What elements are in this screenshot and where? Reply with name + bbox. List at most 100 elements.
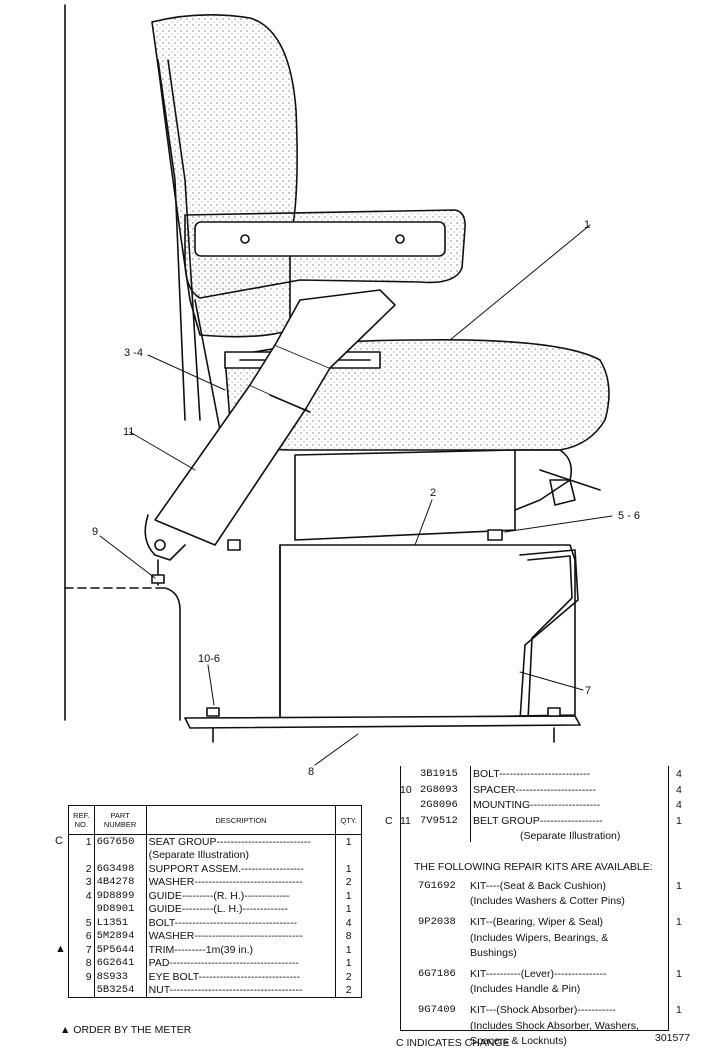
figure-number: 301577 (655, 1032, 691, 1044)
part-number-cell: 6G3498 (94, 862, 147, 876)
qty-cell: 4 (335, 916, 362, 930)
description-cell: BOLT----------------------------------- (146, 916, 337, 930)
kit-description-line: Spacers & Locknuts) (470, 1034, 567, 1047)
kit-part-number: 6G7186 (418, 967, 456, 980)
qty-cell: 4 (676, 783, 682, 796)
ref-cell: 5 (68, 916, 95, 930)
kit-description-line: (Includes Shock Absorber, Washers, (470, 1019, 639, 1032)
table-row: (Separate Illustration) (68, 848, 362, 862)
description-cell: MOUNTING-------------------- (473, 799, 601, 811)
description-cell: NUT-------------------------------------… (146, 983, 337, 998)
kit-description-line: KIT----(Seat & Back Cushion) (470, 880, 606, 892)
qty-cell (335, 848, 362, 862)
description-cell: PAD------------------------------------- (146, 956, 337, 970)
kit-description-line: Bushings) (470, 946, 517, 959)
callout-7: 7 (585, 685, 592, 697)
kit-description-line: KIT--(Bearing, Wiper & Seal) (470, 916, 604, 929)
qty-cell: 2 (335, 983, 362, 998)
callout-2: 2 (430, 487, 437, 499)
qty-cell: 1 (335, 956, 362, 970)
col-header-ref-no: REF. NO. (68, 805, 95, 835)
description-cell: TRIM---------1m(39 in.) (146, 943, 337, 957)
repair-kit-item: 9P2038 KIT--(Bearing, Wiper & Seal) (Inclu… (400, 915, 700, 967)
kit-description-line: (Includes Wipers, Bearings, & (470, 931, 609, 944)
description-cell: SEAT GROUP--------------------------- (146, 834, 337, 849)
part-number-cell: 5B3254 (94, 983, 147, 998)
ref-cell: 4 (68, 889, 95, 903)
col-header-description: DESCRIPTION (146, 805, 337, 835)
qty-cell: 2 (335, 970, 362, 984)
qty-cell: 8 (335, 929, 362, 943)
description-cell: BOLT-------------------------- (473, 768, 590, 780)
table-row: (Separate Illustration) (380, 829, 700, 845)
part-number-cell: 5M2894 (94, 929, 147, 943)
description-cell: (Separate Illustration) (520, 830, 621, 842)
change-indicator-note: C INDICATES CHANGE (396, 1037, 510, 1049)
right-table-bottom-rule (400, 1030, 669, 1031)
ref-cell: 11 (400, 814, 411, 827)
description-cell: SUPPORT ASSEM.------------------ (146, 862, 337, 876)
callout-1: 1 (584, 219, 591, 231)
callout-11: 11 (123, 426, 135, 438)
part-number-cell: 5P5644 (94, 943, 147, 957)
right-table-part-rule (470, 766, 471, 842)
right-table-qty-rule (668, 766, 669, 1031)
kit-description-line: KIT---(Shock Absorber)----------- (470, 1004, 616, 1017)
qty-cell: 1 (335, 902, 362, 916)
kit-qty: 1 (676, 916, 682, 929)
part-number-cell: 2G8093 (420, 783, 458, 796)
col-header-part-number: PART NUMBER (94, 805, 147, 835)
ref-cell: 9 (68, 970, 95, 984)
description-cell: SPACER----------------------- (473, 783, 596, 796)
description-cell: GUIDE---------(R. H.)------------- (146, 889, 337, 903)
qty-cell: 1 (335, 834, 362, 849)
description-cell: GUIDE---------(L. H.)------------- (146, 902, 337, 916)
repair-kit-item: 9G7409 KIT---(Shock Absorber)----------- (… (400, 1003, 700, 1055)
kit-qty: 1 (676, 967, 682, 980)
kit-part-number: 7G1692 (418, 880, 456, 892)
qty-cell: 4 (676, 799, 682, 811)
description-cell: WASHER------------------------------- (146, 929, 337, 943)
row-mark: ▲ (55, 942, 66, 955)
ref-cell (68, 902, 95, 916)
ref-cell: 10 (400, 783, 412, 796)
kit-part-number: 9P2038 (418, 916, 456, 929)
description-cell: BELT GROUP------------------ (473, 814, 603, 827)
part-number-cell: 8S933 (94, 970, 147, 984)
part-number-cell: 7V9512 (420, 814, 458, 827)
ref-cell (68, 848, 95, 862)
repair-kits-header: THE FOLLOWING REPAIR KITS ARE AVAILABLE: (414, 861, 653, 873)
ref-cell: 2 (68, 862, 95, 876)
part-number-cell (94, 848, 147, 862)
table-row: 2G8096 MOUNTING-------------------- 4 (380, 798, 700, 814)
kit-qty: 1 (676, 1004, 682, 1017)
pedestal (279, 544, 576, 721)
part-number-cell: 3B1915 (420, 768, 458, 780)
repair-kits-list: 7G1692 KIT----(Seat & Back Cushion) (Inclu… (400, 879, 700, 1055)
right-table-left-rule (400, 766, 401, 1031)
table-row: 10 2G8093 SPACER----------------------- 4 (380, 783, 700, 799)
part-number-cell: L1351 (94, 916, 147, 930)
kit-part-number: 9G7409 (418, 1004, 456, 1017)
part-number-cell: 2G8096 (420, 799, 458, 811)
seat-assembly-drawing (64, 4, 613, 766)
part-number-cell: 9D8899 (94, 889, 147, 903)
description-cell: EYE BOLT----------------------------- (146, 970, 337, 984)
ref-cell: 6 (68, 929, 95, 943)
qty-cell: 1 (676, 814, 682, 827)
